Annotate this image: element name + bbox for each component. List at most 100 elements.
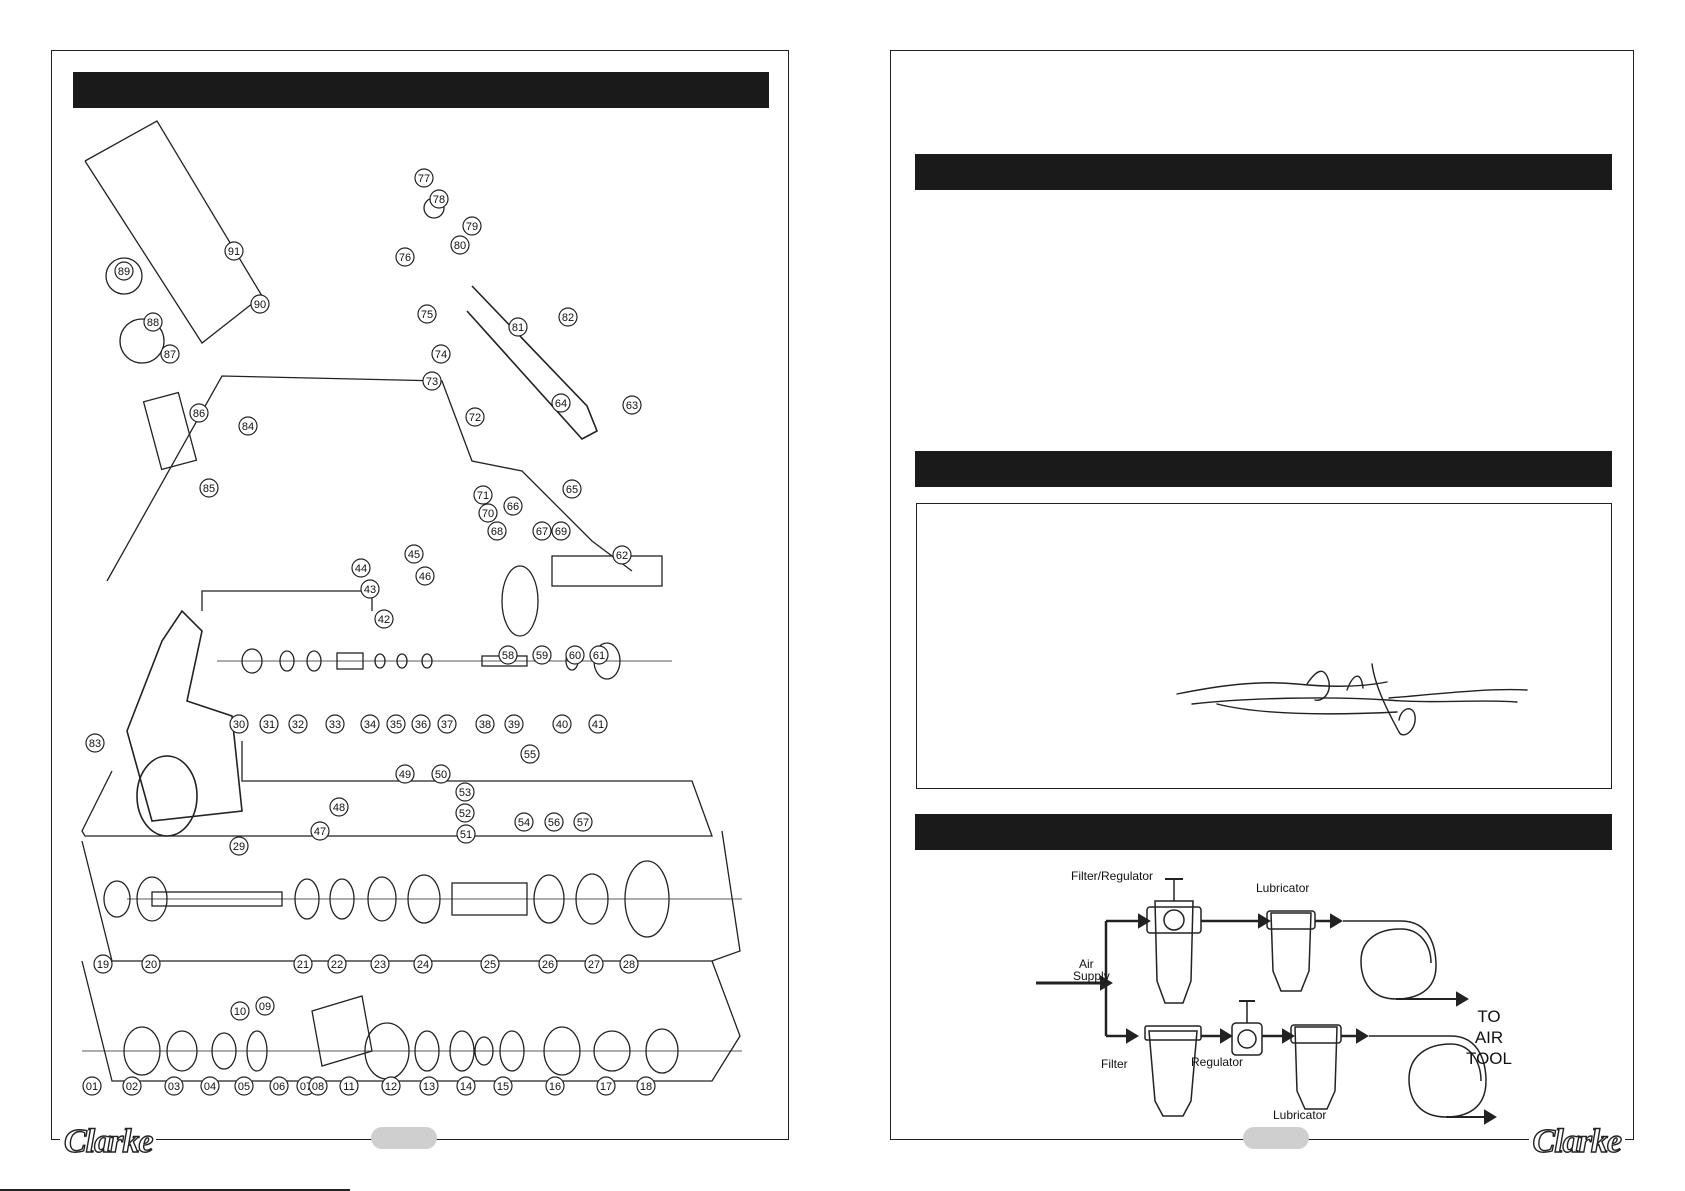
callout-44: 44 bbox=[351, 558, 371, 578]
callout-number: 75 bbox=[421, 309, 433, 321]
callout-number: 12 bbox=[385, 1081, 397, 1093]
callout-60: 60 bbox=[565, 645, 585, 665]
callout-number: 90 bbox=[254, 299, 266, 311]
callout-08: 08 bbox=[308, 1076, 328, 1096]
callout-30: 30 bbox=[229, 714, 249, 734]
callout-05: 05 bbox=[234, 1076, 254, 1096]
callout-55: 55 bbox=[520, 744, 540, 764]
callout-number: 78 bbox=[433, 194, 445, 206]
callout-number: 27 bbox=[588, 959, 600, 971]
callout-number: 58 bbox=[502, 650, 514, 662]
callout-number: 36 bbox=[415, 719, 427, 731]
callout-52: 52 bbox=[455, 803, 475, 823]
callout-41: 41 bbox=[588, 714, 608, 734]
callout-number: 26 bbox=[542, 959, 554, 971]
callout-number: 70 bbox=[482, 508, 494, 520]
callout-68: 68 bbox=[487, 521, 507, 541]
callout-number: 03 bbox=[168, 1081, 180, 1093]
clarke-logo-right: Clarke bbox=[1528, 1122, 1625, 1161]
filter-label: Filter bbox=[1101, 1057, 1128, 1071]
callout-number: 19 bbox=[97, 959, 109, 971]
callout-number: 25 bbox=[484, 959, 496, 971]
callout-number: 23 bbox=[374, 959, 386, 971]
callout-06: 06 bbox=[269, 1076, 289, 1096]
lubricator-top-label: Lubricator bbox=[1256, 881, 1310, 895]
callout-number: 32 bbox=[292, 719, 304, 731]
callout-61: 61 bbox=[589, 645, 609, 665]
callout-35: 35 bbox=[386, 714, 406, 734]
callout-65: 65 bbox=[562, 479, 582, 499]
callout-18: 18 bbox=[636, 1076, 656, 1096]
callout-number: 61 bbox=[593, 650, 605, 662]
callout-number: 67 bbox=[536, 526, 548, 538]
regulator-label: Regulator bbox=[1191, 1055, 1244, 1069]
callout-67: 67 bbox=[532, 521, 552, 541]
callout-11: 11 bbox=[339, 1076, 359, 1096]
callout-38: 38 bbox=[475, 714, 495, 734]
callout-number: 16 bbox=[549, 1081, 561, 1093]
callout-number: 84 bbox=[242, 421, 254, 433]
callout-number: 17 bbox=[600, 1081, 612, 1093]
page-number-tab-right bbox=[1243, 1127, 1309, 1149]
callout-90: 90 bbox=[250, 294, 270, 314]
callout-26: 26 bbox=[538, 954, 558, 974]
callout-number: 30 bbox=[233, 719, 245, 731]
callout-43: 43 bbox=[360, 579, 380, 599]
page-number-tab-left bbox=[371, 1127, 437, 1149]
callout-80: 80 bbox=[450, 235, 470, 255]
callout-number: 40 bbox=[556, 719, 568, 731]
callout-33: 33 bbox=[325, 714, 345, 734]
callout-09: 09 bbox=[255, 996, 275, 1016]
section-band-2 bbox=[915, 451, 1612, 487]
callout-15: 15 bbox=[493, 1076, 513, 1096]
callout-91: 91 bbox=[224, 241, 244, 261]
callout-73: 73 bbox=[422, 371, 442, 391]
callout-14: 14 bbox=[456, 1076, 476, 1096]
callout-69: 69 bbox=[551, 521, 571, 541]
callout-number: 68 bbox=[491, 526, 503, 538]
callout-10: 10 bbox=[230, 1001, 250, 1021]
callout-number: 83 bbox=[89, 738, 101, 750]
callout-number: 73 bbox=[426, 376, 438, 388]
callout-number: 66 bbox=[507, 501, 519, 513]
to-air-tool-label: TO AIR TOOL bbox=[1459, 1006, 1519, 1069]
callout-number: 28 bbox=[623, 959, 635, 971]
callout-53: 53 bbox=[455, 782, 475, 802]
callout-50: 50 bbox=[431, 764, 451, 784]
callout-number: 35 bbox=[390, 719, 402, 731]
callout-number: 29 bbox=[233, 841, 245, 853]
callout-48: 48 bbox=[329, 797, 349, 817]
callout-number: 15 bbox=[497, 1081, 509, 1093]
callout-number: 89 bbox=[118, 266, 130, 278]
callout-number: 85 bbox=[203, 483, 215, 495]
callout-17: 17 bbox=[596, 1076, 616, 1096]
callout-number: 43 bbox=[364, 584, 376, 596]
lubricator-bottom-label: Lubricator bbox=[1273, 1108, 1327, 1122]
callout-21: 21 bbox=[293, 954, 313, 974]
callout-number: 87 bbox=[164, 349, 176, 361]
callout-number: 01 bbox=[86, 1081, 98, 1093]
callout-number: 24 bbox=[417, 959, 429, 971]
callout-number: 63 bbox=[626, 400, 638, 412]
callout-number: 10 bbox=[234, 1006, 246, 1018]
callout-number: 11 bbox=[343, 1081, 354, 1093]
callout-72: 72 bbox=[465, 407, 485, 427]
callout-number: 81 bbox=[512, 322, 524, 334]
callout-number: 47 bbox=[314, 826, 326, 838]
callout-number: 52 bbox=[459, 808, 471, 820]
signature bbox=[1176, 663, 1528, 736]
callout-70: 70 bbox=[478, 503, 498, 523]
callout-62: 62 bbox=[612, 545, 632, 565]
callout-56: 56 bbox=[544, 812, 564, 832]
callout-number: 49 bbox=[399, 769, 411, 781]
callout-87: 87 bbox=[160, 344, 180, 364]
callout-number: 14 bbox=[460, 1081, 472, 1093]
callout-84: 84 bbox=[238, 416, 258, 436]
callout-number: 05 bbox=[238, 1081, 250, 1093]
callout-number: 54 bbox=[518, 817, 530, 829]
parts-header-band bbox=[73, 72, 769, 108]
callout-02: 02 bbox=[122, 1076, 142, 1096]
callout-number: 91 bbox=[228, 246, 240, 258]
